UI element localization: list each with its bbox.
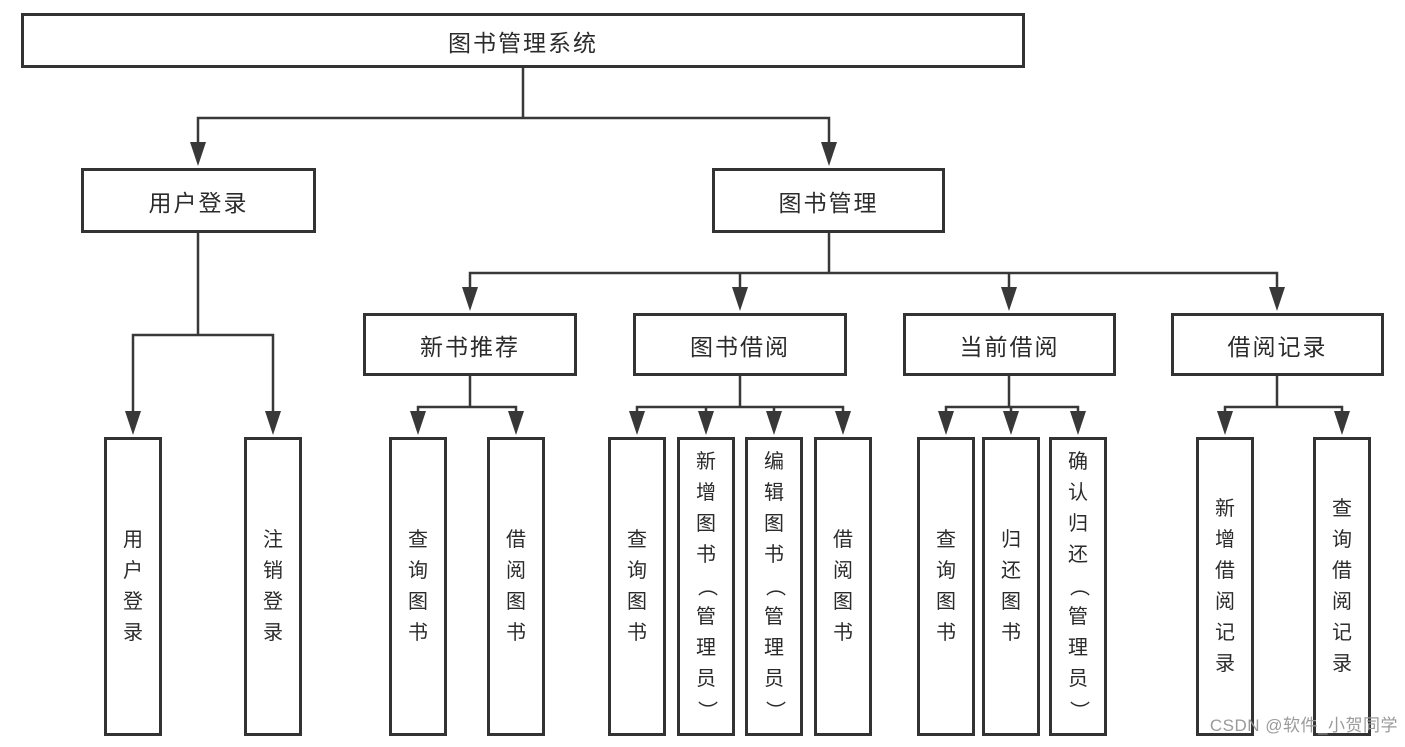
arrow-icon <box>766 411 782 435</box>
arrow-icon <box>698 411 714 435</box>
arrow-icon <box>732 287 748 311</box>
node-root-system: 图书管理系统 <box>21 13 1025 68</box>
leaf-borrow-books-recommend: 借阅图书 <box>487 437 545 736</box>
branch-mgmt-to-level3 <box>468 231 1279 291</box>
node-new-book-recommend: 新书推荐 <box>363 313 577 376</box>
arrow-icon <box>410 411 426 435</box>
leaf-query-borrow-record: 查询借阅记录 <box>1313 437 1371 736</box>
watermark-text: CSDN @软件_小贺同学 <box>1209 716 1398 735</box>
leaf-return-books: 归还图书 <box>982 437 1040 736</box>
arrowheads <box>125 142 1350 435</box>
branch-newbooks-to-leaves <box>416 374 518 415</box>
node-book-borrow: 图书借阅 <box>633 313 847 376</box>
arrow-icon <box>1001 287 1017 311</box>
branch-borrow-to-leaves <box>635 374 845 415</box>
branch-records-to-leaves <box>1223 374 1344 415</box>
branch-login-to-leaves <box>131 231 275 415</box>
node-book-management: 图书管理 <box>712 168 945 233</box>
arrow-icon <box>1269 287 1285 311</box>
branch-current-to-leaves <box>944 374 1080 415</box>
leaf-query-books-current: 查询图书 <box>917 437 975 736</box>
arrow-icon <box>1003 411 1019 435</box>
arrow-icon <box>629 411 645 435</box>
leaf-edit-books-admin: 编辑图书（管理员） <box>745 437 803 736</box>
node-user-login: 用户登录 <box>81 168 316 233</box>
arrow-icon <box>938 411 954 435</box>
arrow-icon <box>1334 411 1350 435</box>
arrow-icon <box>125 411 141 435</box>
leaf-add-borrow-record: 新增借阅记录 <box>1196 437 1254 736</box>
arrow-icon <box>508 411 524 435</box>
leaf-confirm-return-admin: 确认归还（管理员） <box>1049 437 1107 736</box>
leaf-query-books-recommend: 查询图书 <box>389 437 447 736</box>
arrow-icon <box>265 411 281 435</box>
branch-root-to-level2 <box>196 66 831 146</box>
leaf-user-login: 用户登录 <box>104 437 162 736</box>
leaf-query-books-borrow: 查询图书 <box>608 437 666 736</box>
node-borrow-records: 借阅记录 <box>1171 313 1384 376</box>
leaf-borrow-books: 借阅图书 <box>814 437 872 736</box>
leaf-add-books-admin: 新增图书（管理员） <box>677 437 735 736</box>
leaf-logout: 注销登录 <box>244 437 302 736</box>
arrow-icon <box>1070 411 1086 435</box>
arrow-icon <box>1217 411 1233 435</box>
arrow-icon <box>821 142 837 166</box>
arrow-icon <box>835 411 851 435</box>
arrow-icon <box>462 287 478 311</box>
arrow-icon <box>190 142 206 166</box>
node-current-borrow: 当前借阅 <box>903 313 1116 376</box>
